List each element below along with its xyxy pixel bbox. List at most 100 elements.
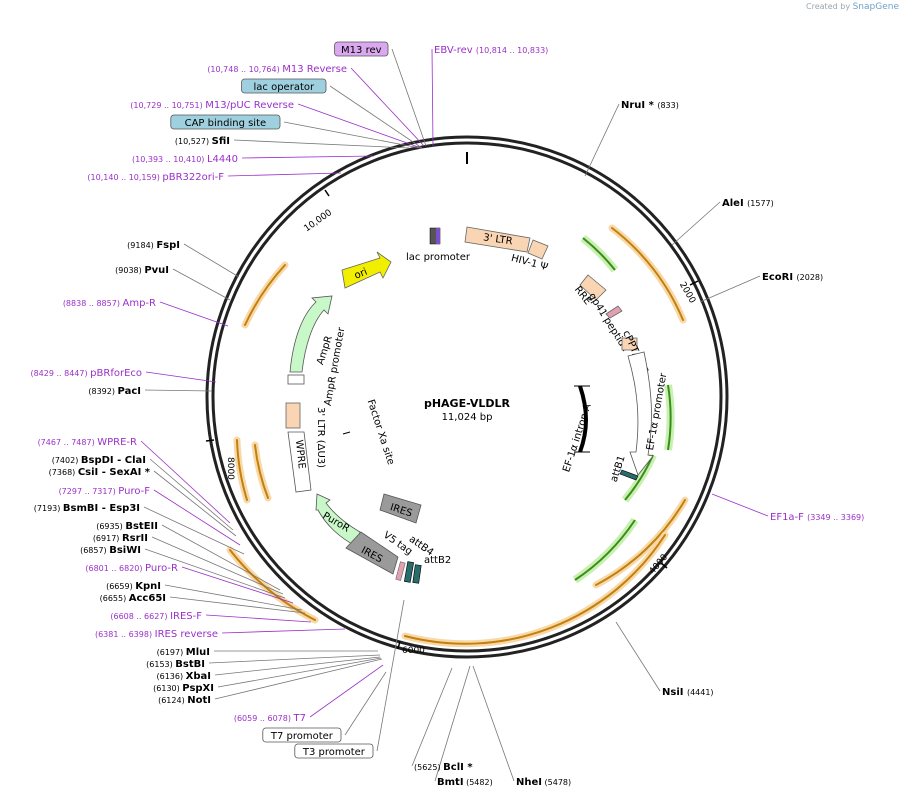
- label-bsmbi: (7193) BsmBI - Esp3I: [34, 503, 140, 514]
- label-lac-operator: lac operator: [241, 78, 327, 94]
- label-text: (9184) FspI: [127, 240, 180, 251]
- label-text: (10,527) SfiI: [175, 136, 230, 147]
- label-text: (6917) RsrII: [93, 533, 148, 544]
- label-t3-promoter: T3 promoter: [294, 743, 374, 759]
- tick-6000: 6000: [402, 646, 425, 656]
- hiv-psi-feature: [527, 239, 549, 260]
- label-text: (6801 .. 6820) Puro-R: [85, 563, 178, 574]
- label-ecori: EcoRI (2028): [762, 272, 823, 283]
- orf-green-arcs: [572, 234, 675, 584]
- label-text: (6136) XbaI: [157, 671, 212, 682]
- plasmid-size: 11,024 bp: [442, 412, 493, 423]
- label-pspxi: (6130) PspXI: [153, 683, 214, 694]
- label-bstbi: (6153) BstBI: [146, 659, 205, 670]
- label-bsteii: (6935) BstEII: [96, 521, 158, 532]
- label-nrui: NruI * (833): [621, 100, 679, 111]
- label-text: (7297 .. 7317) Puro-F: [59, 486, 151, 497]
- label-text: (9038) PvuI: [115, 265, 169, 276]
- ori-label: ori: [353, 267, 369, 282]
- label-xbai: (6136) XbaI: [157, 671, 212, 682]
- snapgene-logo: SnapGene: [852, 2, 899, 12]
- label-mlui: (6197) MluI: [157, 647, 210, 658]
- snapgene-credit: Created by SnapGene: [806, 2, 899, 12]
- attb1-label: attB1: [609, 454, 628, 483]
- label-text: (8838 .. 8857) Amp-R: [63, 298, 156, 309]
- label-text: (10,393 .. 10,410) L4440: [132, 154, 238, 165]
- ampr-feature: [289, 295, 333, 373]
- factor-xa-feature: [342, 431, 351, 435]
- label-puro-r: (6801 .. 6820) Puro-R: [85, 563, 178, 574]
- rre-feature: [579, 274, 607, 301]
- ef1a-intron-label: EF-1α intron A: [561, 402, 594, 473]
- label-ires-f: (6608 .. 6627) IRES-F: [110, 611, 202, 622]
- label-text: (10,140 .. 10,159) pBR322ori-F: [87, 172, 224, 183]
- label-text: NheI (5478): [516, 777, 571, 788]
- ltr3-du3-label: 3' LTR (ΔU3): [315, 407, 326, 468]
- ori-feature: [341, 251, 392, 289]
- label-pvui: (9038) PvuI: [115, 265, 169, 276]
- label-text: (7368) CsiI - SexAI *: [49, 467, 151, 478]
- attb2-label: attB2: [424, 555, 451, 566]
- label-text: NruI * (833): [621, 100, 679, 111]
- wpre-label: WPRE: [293, 439, 307, 469]
- label-nhei: NheI (5478): [516, 777, 571, 788]
- label-text: lac operator: [254, 82, 315, 93]
- ltr3-label: 3' LTR: [482, 232, 513, 247]
- label-t7-promoter: T7 promoter: [262, 727, 342, 743]
- ires-feature-1: [379, 493, 422, 524]
- label-pbr322ori-f: (10,140 .. 10,159) pBR322ori-F: [87, 172, 224, 183]
- label-m13-reverse: (10,748 .. 10,764) M13 Reverse: [207, 64, 347, 75]
- label-t7: (6059 .. 6078) T7: [234, 713, 306, 724]
- label-kpni: (6659) KpnI: [106, 581, 161, 592]
- label-text: (6124) NotI: [158, 695, 211, 706]
- tick-10000: 10,000: [303, 208, 335, 234]
- lac-promoter-label: lac promoter: [406, 252, 471, 263]
- factor-xa-label: Factor Xa site: [365, 398, 396, 466]
- label-amp-r: (8838 .. 8857) Amp-R: [63, 298, 156, 309]
- label-text: EcoRI (2028): [762, 272, 823, 283]
- label-text: AleI (1577): [722, 198, 774, 209]
- orf-arcs: [226, 224, 689, 648]
- label-l4440: (10,393 .. 10,410) L4440: [132, 154, 238, 165]
- label-text: (10,729 .. 10,751) M13/pUC Reverse: [130, 100, 294, 111]
- ef1a-promoter-feature: [627, 351, 654, 476]
- label-text: BmtI (5482): [437, 777, 493, 788]
- credit-prefix: Created by: [806, 2, 851, 11]
- backbone-inner: [211, 141, 723, 653]
- label-rsrii: (6917) RsrII: [93, 533, 148, 544]
- label-nsii: NsiI (4441): [662, 687, 714, 698]
- label-m13-puc-reverse: (10,729 .. 10,751) M13/pUC Reverse: [130, 100, 294, 111]
- label-text: (6655) Acc65I: [100, 593, 166, 604]
- label-fspi: (9184) FspI: [127, 240, 180, 251]
- attb1-feature: [619, 469, 639, 481]
- tick-8000: 8000: [225, 457, 235, 480]
- label-ebv-rev: EBV-rev (10,814 .. 10,833): [434, 45, 548, 56]
- label-text: CAP binding site: [185, 118, 267, 129]
- label-text: (6130) PspXI: [153, 683, 214, 694]
- label-text: T3 promoter: [302, 747, 366, 758]
- label-text: (7402) BspDI - ClaI: [52, 455, 146, 466]
- label-text: (6381 .. 6398) IRES reverse: [95, 629, 218, 640]
- backbone-outer: [205, 135, 729, 659]
- label-acc65i: (6655) Acc65I: [100, 593, 166, 604]
- ltr3-du3-feature: [285, 402, 301, 429]
- label-text: (6608 .. 6627) IRES-F: [110, 611, 202, 622]
- label-text: EBV-rev (10,814 .. 10,833): [434, 45, 548, 56]
- label-pbrforeco: (8429 .. 8447) pBRforEco: [30, 368, 142, 379]
- label-text: (5625) BclI *: [414, 762, 473, 773]
- label-text: (6197) MluI: [157, 647, 210, 658]
- attb2-feature: [412, 564, 422, 584]
- ef1a-intron-feature: [578, 385, 588, 453]
- label-cap-binding-site: CAP binding site: [170, 114, 281, 130]
- label-paci: (8392) PacI: [88, 386, 141, 397]
- label-text: T7 promoter: [270, 731, 334, 742]
- label-alei: AleI (1577): [722, 198, 774, 209]
- label-wpre-r: (7467 .. 7487) WPRE-R: [38, 437, 137, 448]
- label-text: (6659) KpnI: [106, 581, 161, 592]
- label-text: (7193) BsmBI - Esp3I: [34, 503, 140, 514]
- v5-tag-feature: [395, 561, 406, 581]
- puror-feature: [315, 493, 361, 547]
- wpre-feature: [287, 431, 312, 493]
- ltr3-feature: [464, 226, 531, 253]
- leader-lines: [140, 48, 769, 782]
